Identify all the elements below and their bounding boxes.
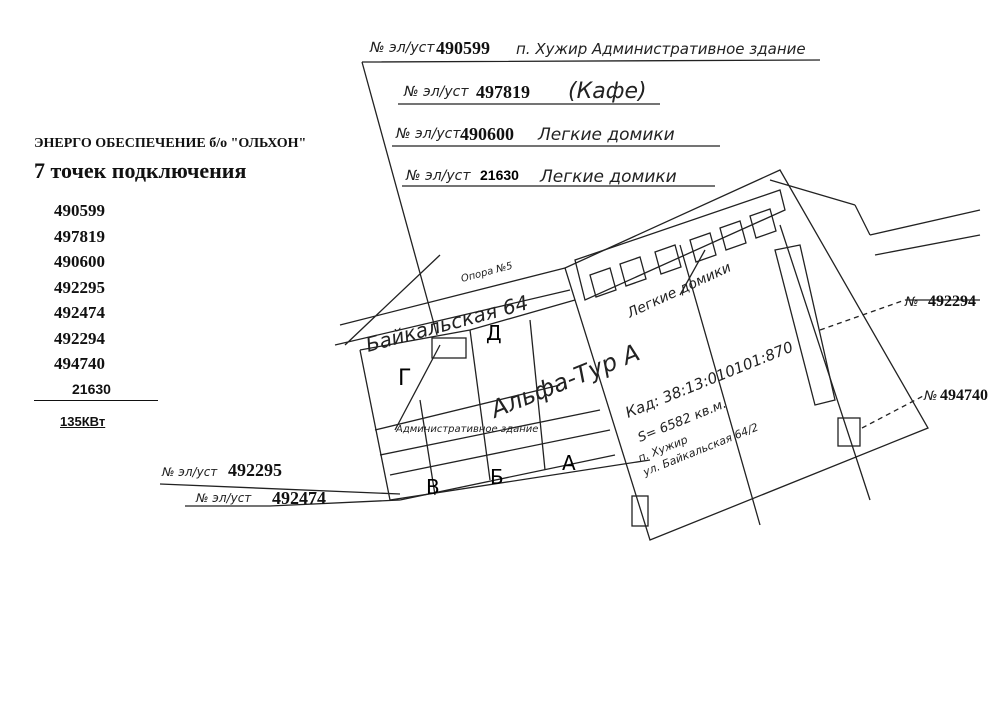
total-power: 135КВт (60, 414, 106, 429)
label-number: 492295 (228, 460, 282, 480)
label-prefix-short: № (923, 389, 938, 404)
point-item: 492294 (54, 328, 105, 348)
point-item: 490599 (54, 201, 105, 220)
meter-box (631, 495, 649, 527)
sum-divider (34, 400, 158, 401)
block-a: А (562, 451, 576, 475)
label-text: п. Хужир Административное здание (516, 40, 806, 58)
label-prefix: № эл/уст (161, 465, 218, 479)
label-number: 492294 (928, 293, 976, 310)
houses-label: Легкие домики (624, 260, 734, 323)
block-d: Д (486, 321, 502, 345)
label-prefix: № эл/уст (403, 84, 469, 100)
label-text: (Кафе) (568, 79, 647, 104)
label-number: 490600 (460, 124, 514, 144)
block-v: В (426, 475, 440, 499)
point-item: 497819 (54, 226, 105, 246)
street-label: Байкальская 64 (363, 290, 531, 356)
pole-label: Опора №5 (460, 261, 514, 285)
label-number: 497819 (476, 82, 530, 102)
label-number: 490599 (436, 38, 490, 58)
label-number: 492474 (272, 488, 326, 508)
point-item: 21630 (72, 380, 111, 397)
label-number: 21630 (480, 167, 519, 183)
label-text: Легкие домики (539, 167, 677, 187)
label-prefix: № эл/уст (405, 168, 471, 184)
admin-building-label: Административное здание (395, 424, 538, 435)
point-item: 492474 (54, 303, 105, 322)
substation-box (431, 337, 467, 359)
transformer-box (837, 417, 861, 447)
house-cells (589, 208, 777, 298)
plot-name: Альфа-Тур А (485, 338, 644, 424)
label-lines (361, 59, 821, 336)
point-item: 492295 (54, 277, 105, 297)
page-title: ЭНЕРГО ОБЕСПЕЧЕНИЕ б/о "ОЛЬХОН" (34, 136, 307, 151)
label-prefix: № эл/уст (369, 40, 435, 56)
label-number: 494740 (940, 387, 988, 404)
connection-arrows (159, 249, 980, 507)
point-item: 494740 (54, 354, 105, 373)
label-prefix: № эл/уст (395, 126, 461, 142)
label-prefix: № эл/уст (195, 491, 252, 505)
label-prefix-short: № (904, 295, 919, 310)
connection-points-list: 490599 497819 490600 492295 492474 49229… (54, 198, 111, 402)
block-g: Г (398, 366, 411, 391)
page-subtitle: 7 точек подключения (34, 158, 247, 183)
point-item: 490600 (54, 252, 105, 271)
label-text: Легкие домики (537, 125, 675, 145)
block-b: Б (490, 465, 504, 489)
